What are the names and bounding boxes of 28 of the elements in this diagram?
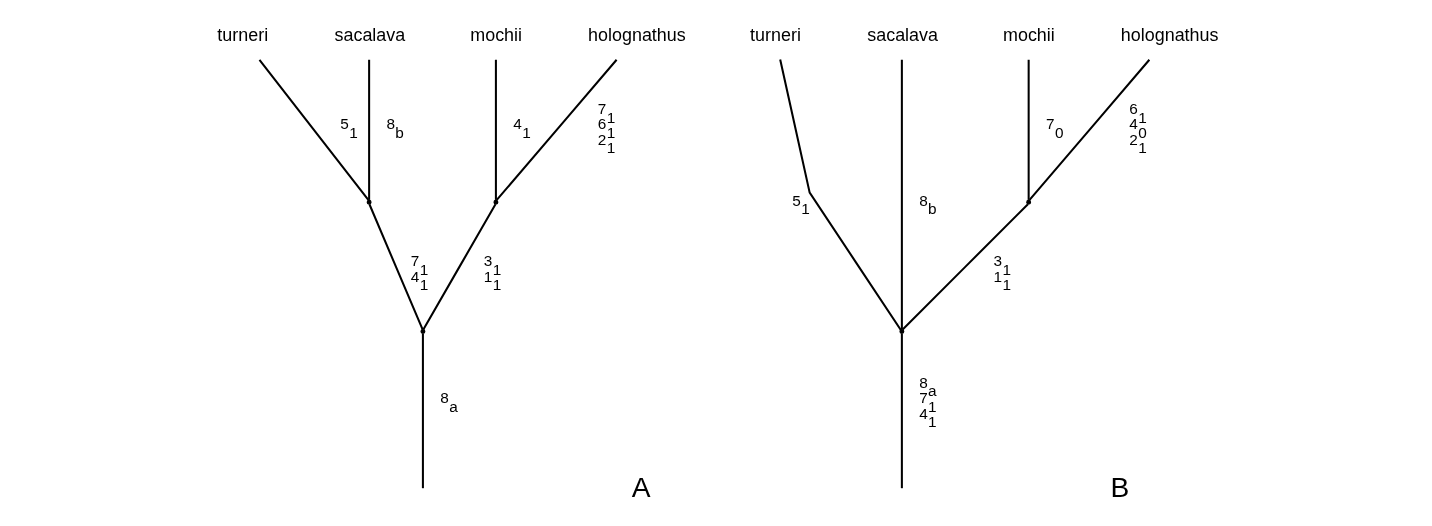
node-point (419, 329, 425, 334)
node-text: sacalava (334, 25, 405, 46)
connector (421, 333, 424, 489)
node-point (898, 329, 904, 334)
label: B (1110, 470, 1129, 503)
node-text: holognathus (1120, 25, 1218, 46)
node-point (366, 199, 372, 205)
connector (1027, 59, 1030, 200)
connector (1028, 59, 1150, 201)
node-text: mochii (469, 25, 522, 46)
connector (495, 59, 617, 201)
label: A (631, 470, 650, 503)
node-text: holognathus (587, 25, 686, 46)
connector (901, 203, 1029, 331)
node-point (1025, 199, 1031, 205)
connector (367, 59, 370, 200)
node-point (492, 199, 498, 205)
connector (258, 59, 369, 201)
connector (422, 203, 496, 330)
node-text: mochii (1002, 25, 1055, 46)
connector (494, 59, 497, 200)
node-text: sacalava (866, 25, 938, 46)
connector (778, 59, 902, 331)
connector (368, 203, 423, 330)
connector (900, 59, 903, 330)
node-text: turneri (749, 25, 801, 46)
connector (900, 333, 903, 489)
node-text: turneri (216, 25, 268, 46)
